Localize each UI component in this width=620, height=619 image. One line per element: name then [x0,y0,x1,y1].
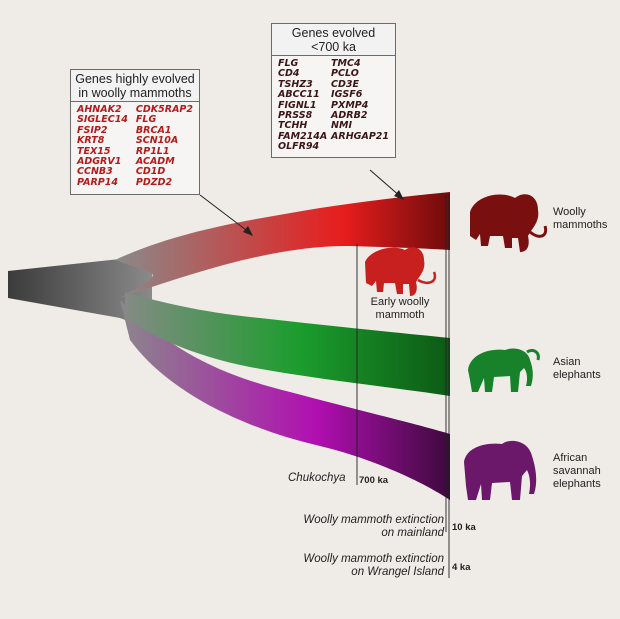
gene-name: CDK5RAP2 [135,104,193,115]
asian-elephant-icon [468,348,540,392]
gene-name: CCNB3 [77,166,113,178]
recent-genes-title: Genes evolved <700 ka [272,24,395,56]
african-elephants-label-line2: savannah [553,465,601,477]
early-woolly-mammoth-label: Early woolly mammoth [360,296,440,322]
gene-name: ARHGAP21 [331,130,389,142]
gene-name: ABCC11 [278,89,320,101]
mammoth-genes-title-line2: in woolly mammoths [78,86,192,100]
gene-name: AHNAK2 [77,104,122,115]
african-elephants-label: African savannah elephants [553,452,601,491]
gene-name: ADGRV1 [77,156,122,168]
chukochya-label: Chukochya [288,472,346,484]
woolly-mammoths-label-line1: Woolly [553,206,586,218]
mainland-extinction-age: 10 ka [452,522,476,533]
gene-name: IGSF6 [331,89,363,101]
recent-genes-pointer [369,169,402,198]
recent-genes-title-line1: Genes evolved [291,26,376,40]
gene-name: PCLO [331,68,359,80]
recent-genes-title-line2: <700 ka [311,40,356,54]
mammoth-genes-arrowhead [243,226,253,236]
woolly-mammoth-icon [470,194,548,252]
mammoth-genes-title-line1: Genes highly evolved [75,72,195,86]
gene-name: PRSS8 [278,110,313,122]
gene-name: TSHZ3 [278,78,313,90]
ancestral-stem [8,252,152,330]
african-elephant-branch [120,300,450,500]
gene-name: CD3E [331,78,360,90]
gene-name: OLFR94 [278,141,320,153]
gene-name: SIGLEC14 [77,114,128,126]
gene-name: FIGNL1 [278,99,317,111]
gene-name: FLG [135,114,157,126]
gene-name: SCN10A [135,135,179,147]
gene-name: FSIP2 [77,124,108,136]
gene-name: ADRB2 [331,110,368,122]
wrangel-extinction-label-line1: Woolly mammoth extinction [303,553,444,565]
early-woolly-mammoth-label-line1: Early woolly [370,296,430,308]
gene-name: RP1L1 [135,145,170,157]
mammoth-genes-box: Genes highly evolved in woolly mammoths … [70,69,200,195]
gene-name: CD4 [278,68,300,80]
mainland-extinction-label: Woolly mammoth extinction on mainland [262,514,444,540]
gene-name: BRCA1 [135,124,172,136]
asian-elephants-label-line2: elephants [553,369,601,381]
mainland-extinction-label-line1: Woolly mammoth extinction [303,514,444,526]
wrangel-extinction-label: Woolly mammoth extinction on Wrangel Isl… [262,553,444,579]
gene-name: PXMP4 [331,99,369,111]
wrangel-extinction-label-line2: on Wrangel Island [351,566,444,578]
mammoth-genes-pointer [199,194,251,234]
gene-name: FLG [278,58,299,69]
gene-name: TMC4 [331,58,361,69]
gene-name: PDZD2 [135,176,173,188]
african-elephants-label-line1: African [553,452,588,464]
gene-name: PARP14 [77,176,118,188]
asian-elephant-branch [125,292,450,396]
woolly-mammoths-label: Woolly mammoths [553,206,607,232]
woolly-mammoth-branch [115,192,450,298]
wrangel-extinction-age: 4 ka [452,562,471,573]
asian-elephants-label: Asian elephants [553,356,601,382]
mammoth-genes-title: Genes highly evolved in woolly mammoths [71,70,199,102]
early-woolly-mammoth-icon [365,247,437,296]
gene-name: NMI [331,120,352,132]
chukochya-age: 700 ka [359,475,389,486]
recent-genes-arrowhead [394,190,404,200]
asian-elephants-label-line1: Asian [553,356,581,368]
gene-name: TCHH [278,120,308,132]
woolly-mammoths-label-line2: mammoths [553,219,608,231]
gene-name: FAM214A [278,130,328,142]
mainland-extinction-label-line2: on mainland [381,527,444,539]
african-elephant-icon [464,440,537,500]
african-elephants-label-line3: elephants [553,478,601,490]
gene-name: TEX15 [77,145,111,157]
early-woolly-mammoth-label-line2: mammoth [375,309,425,321]
gene-name: ACADM [135,156,175,168]
gene-name: KRT8 [77,135,105,147]
gene-name: CD1D [135,166,166,178]
